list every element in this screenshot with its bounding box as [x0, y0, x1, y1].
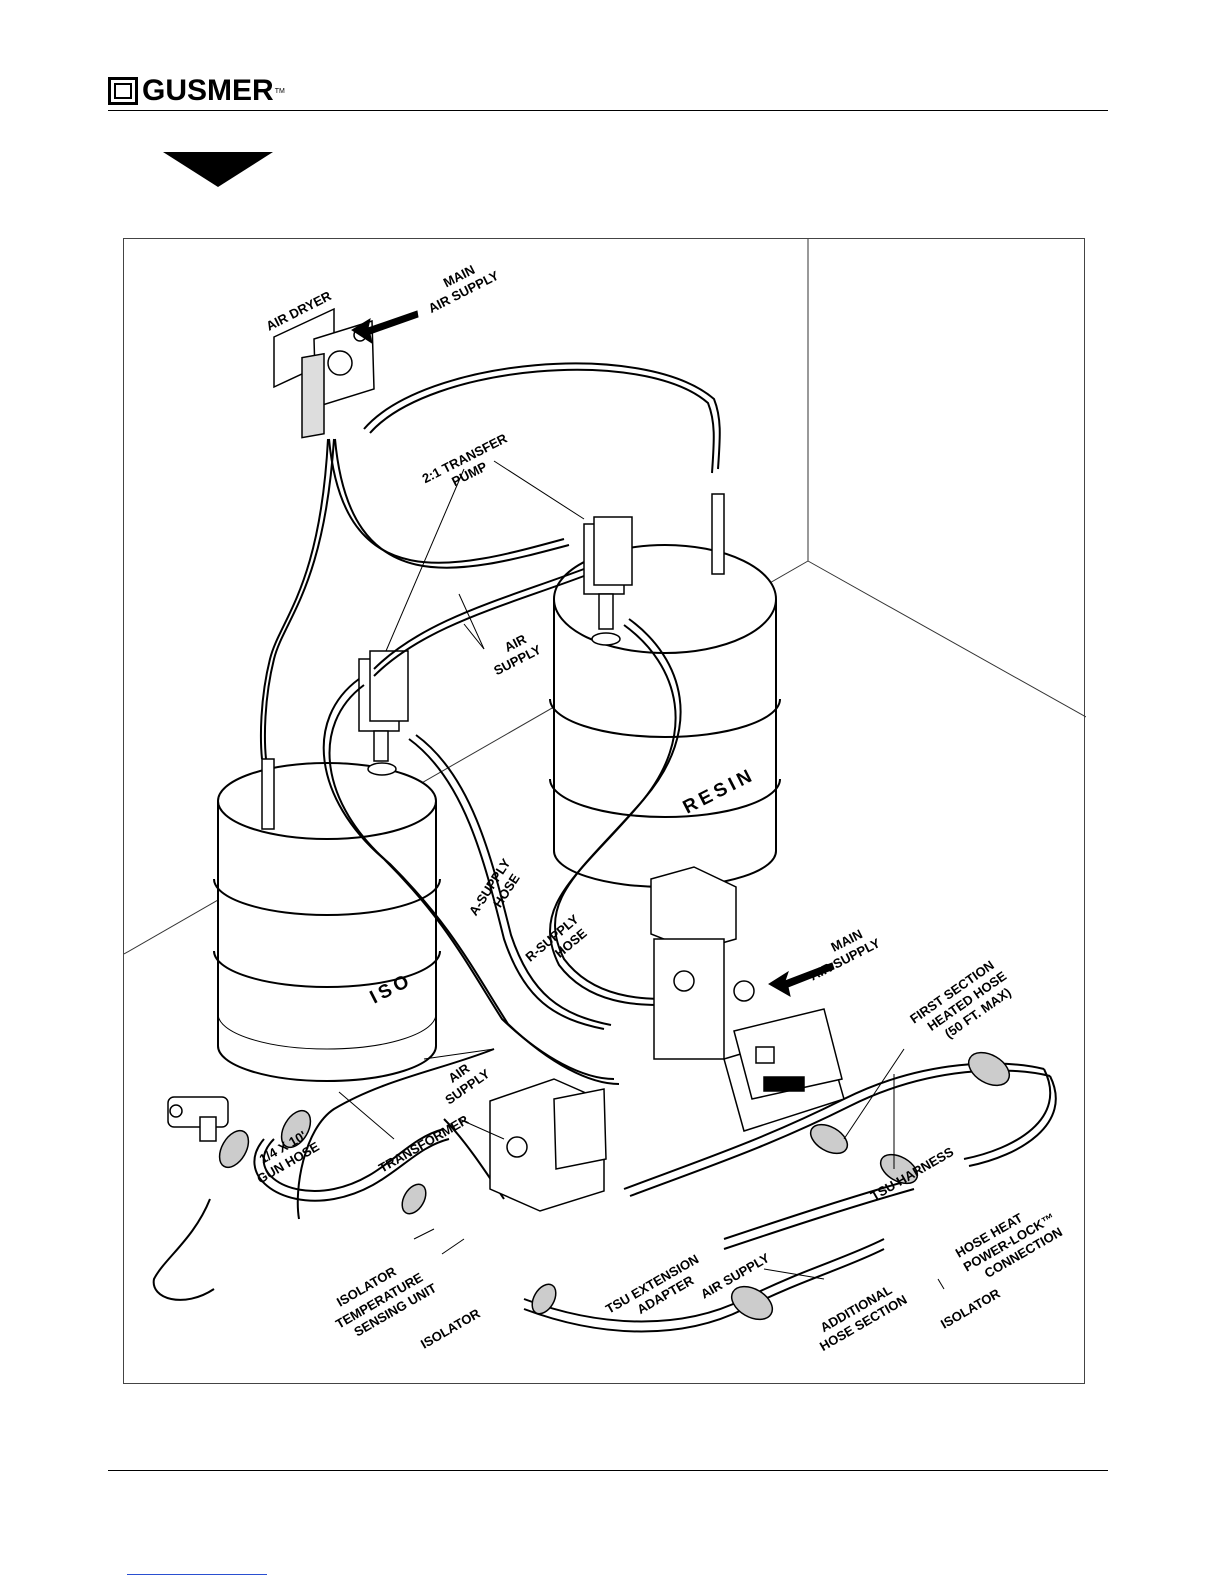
iso-drum — [213, 762, 441, 1082]
footer-link-underline — [127, 1574, 267, 1575]
air-dryer — [273, 307, 375, 439]
spray-gun — [167, 1096, 229, 1142]
transfer-pump-resin — [583, 516, 633, 646]
brand-name: GUSMER — [142, 74, 274, 107]
label-transformer: TRANSFORMER — [376, 1112, 472, 1176]
label-isolator-mid: ISOLATOR — [418, 1305, 483, 1351]
hose-coils — [218, 1051, 1011, 1321]
leader-lines — [338, 460, 945, 1290]
label-isolator-right: ISOLATOR — [938, 1285, 1003, 1331]
section-marker-icon — [163, 152, 273, 187]
header-rule — [108, 110, 1108, 111]
figure-frame: AIR DRYER MAIN AIR SUPPLY 2:1 TRANSFER P… — [123, 238, 1086, 1384]
label-tsu-harness: TSU HARNESS — [868, 1144, 956, 1204]
main-air-supply-right-arrow-icon — [768, 962, 835, 997]
proportioner-unit — [489, 866, 845, 1212]
main-air-supply-arrow-icon — [351, 310, 419, 345]
drum-fittings — [261, 493, 725, 830]
resin-drum — [549, 544, 781, 888]
transfer-pump-iso — [358, 650, 409, 776]
brand-trademark: TM — [274, 87, 285, 95]
equipment-diagram: AIR DRYER MAIN AIR SUPPLY 2:1 TRANSFER P… — [124, 239, 1086, 1354]
hoses — [152, 362, 1057, 1333]
footer-rule — [108, 1470, 1108, 1471]
gusmer-logo-mark-icon — [108, 77, 138, 105]
main-air-arrows — [351, 310, 835, 997]
